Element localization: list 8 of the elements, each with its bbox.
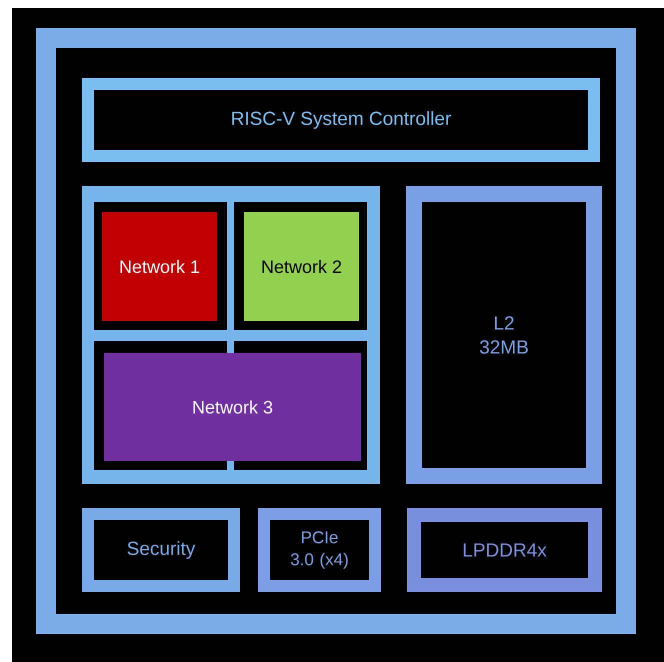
block-box: PCIe 3.0 (x4) [258, 508, 381, 592]
block-box: L2 32MB [406, 186, 602, 484]
block-box: LPDDR4x [407, 508, 602, 592]
network-box: Network 2 [244, 212, 359, 321]
network-box: Network 1 [102, 212, 217, 321]
block-box: RISC-V System Controller [82, 78, 600, 162]
block-box: Security [82, 508, 240, 592]
network-box: Network 3 [104, 353, 361, 461]
